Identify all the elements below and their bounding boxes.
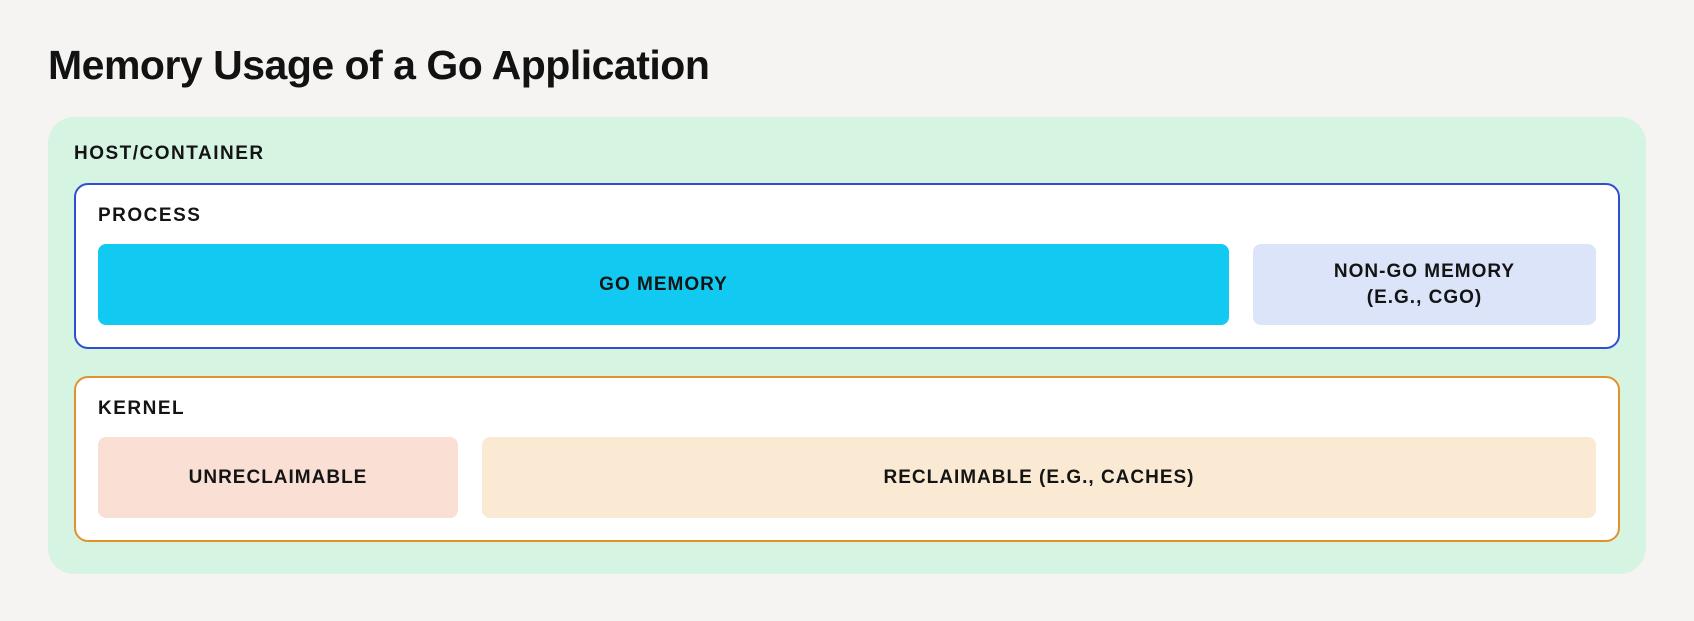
host-container-box: HOST/CONTAINER PROCESS GO MEMORY NON-GO … xyxy=(48,117,1646,574)
kernel-label: KERNEL xyxy=(98,398,186,419)
page-title: Memory Usage of a Go Application xyxy=(48,42,710,88)
non-go-memory-block: NON-GO MEMORY (E.G., CGO) xyxy=(1253,244,1596,325)
page: Memory Usage of a Go Application HOST/CO… xyxy=(48,42,1646,574)
unreclaimable-label: UNRECLAIMABLE xyxy=(188,466,368,488)
host-container-label: HOST/CONTAINER xyxy=(74,143,265,164)
process-box: PROCESS GO MEMORY NON-GO MEMORY (E.G., C… xyxy=(74,183,1620,349)
process-label: PROCESS xyxy=(98,205,202,226)
process-blocks-row: GO MEMORY NON-GO MEMORY (E.G., CGO) xyxy=(98,244,1596,325)
reclaimable-label: RECLAIMABLE (E.G., CACHES) xyxy=(883,466,1195,488)
non-go-memory-label-line1: NON-GO MEMORY xyxy=(1333,260,1516,282)
go-memory-block: GO MEMORY xyxy=(98,244,1229,325)
reclaimable-block: RECLAIMABLE (E.G., CACHES) xyxy=(482,437,1596,518)
unreclaimable-block: UNRECLAIMABLE xyxy=(98,437,458,518)
non-go-memory-label-line2: (E.G., CGO) xyxy=(1366,286,1483,308)
kernel-blocks-row: UNRECLAIMABLE RECLAIMABLE (E.G., CACHES) xyxy=(98,437,1596,518)
go-memory-label: GO MEMORY xyxy=(599,273,728,295)
kernel-box: KERNEL UNRECLAIMABLE RECLAIMABLE (E.G., … xyxy=(74,376,1620,542)
